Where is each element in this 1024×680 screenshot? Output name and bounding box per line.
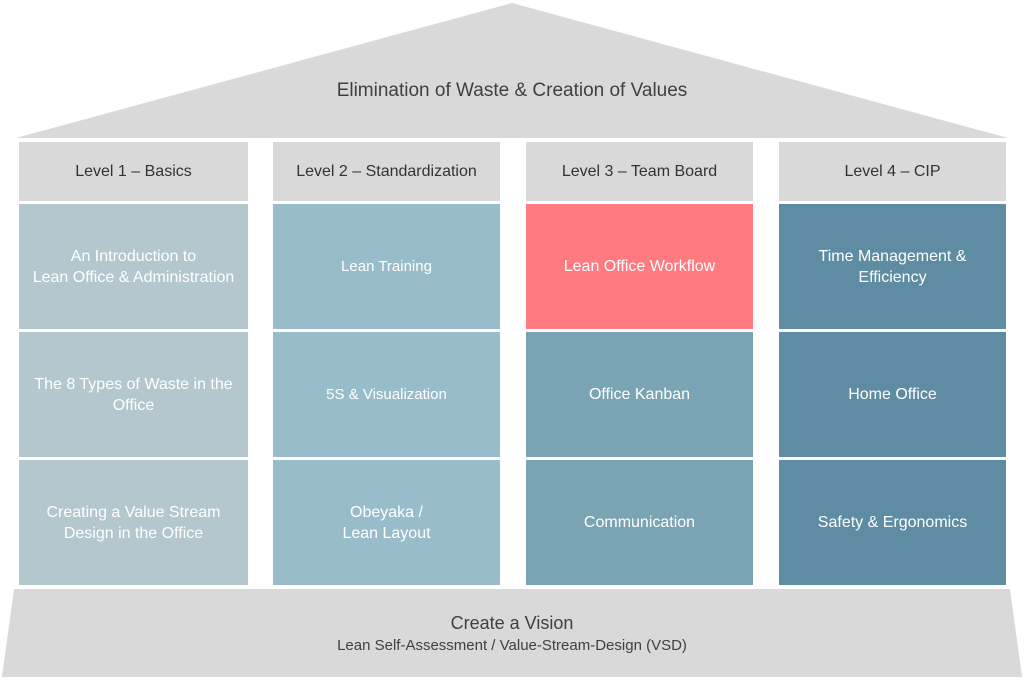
pillar-cell-home-office: Home Office (779, 332, 1006, 457)
pillar-cell-time-management: Time Management & Efficiency (779, 204, 1006, 329)
pillar-cell-lean-office-workflow: Lean Office Workflow (526, 204, 753, 329)
roof-title: Elimination of Waste & Creation of Value… (336, 80, 688, 101)
pillar-cell-lean-training: Lean Training (273, 204, 500, 329)
pillar-cell-obeyaka-lean-layout: Obeyaka / Lean Layout (273, 460, 500, 585)
column-header-level-4: Level 4 – CIP (779, 142, 1006, 201)
pillar-cell-office-kanban: Office Kanban (526, 332, 753, 457)
pillar-cell-introduction: An Introduction to Lean Office & Adminis… (19, 204, 248, 329)
foundation (2, 589, 1022, 677)
pillar-cell-communication: Communication (526, 460, 753, 585)
pillar-cell-8-types-of-waste: The 8 Types of Waste in the Office (19, 332, 248, 457)
column-header-level-1: Level 1 – Basics (19, 142, 248, 201)
foundation-title: Create a Vision (450, 613, 574, 633)
foundation-subtitle: Lean Self-Assessment / Value-Stream-Desi… (337, 637, 687, 654)
column-header-level-3: Level 3 – Team Board (526, 142, 753, 201)
roof (16, 3, 1008, 138)
column-header-level-2: Level 2 – Standardization (273, 142, 500, 201)
pillar-cell-5s-visualization: 5S & Visualization (273, 332, 500, 457)
pillar-cell-safety-ergonomics: Safety & Ergonomics (779, 460, 1006, 585)
pillar-cell-value-stream-design: Creating a Value Stream Design in the Of… (19, 460, 248, 585)
